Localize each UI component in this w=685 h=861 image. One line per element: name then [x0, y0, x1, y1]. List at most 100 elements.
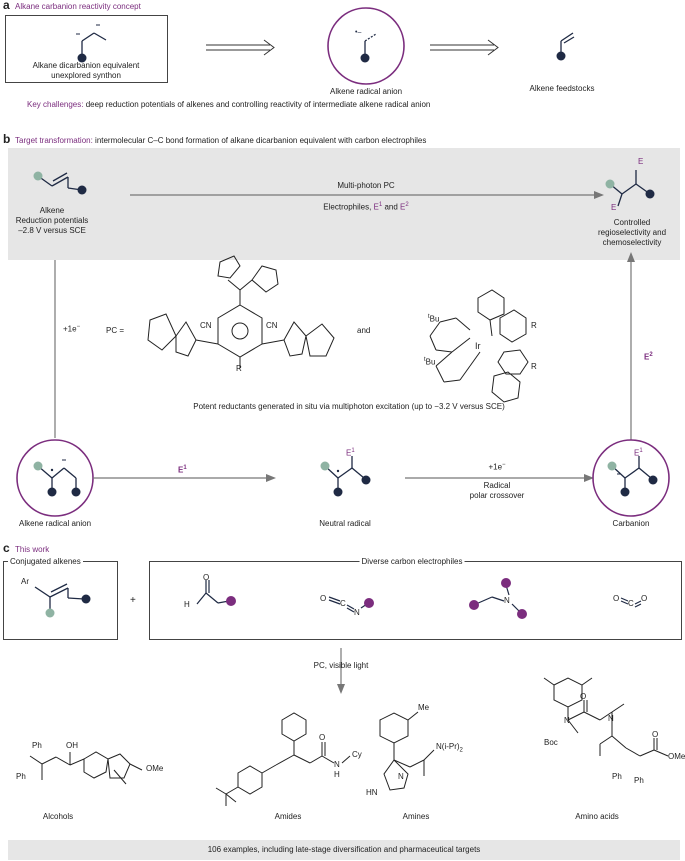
product-caption-1: Controlled [613, 218, 651, 227]
amino-acids-caption: Amino acids [575, 812, 619, 821]
and-text: and [382, 202, 401, 212]
one-electron-label-left: +1e− [63, 324, 81, 334]
carbanion-e1: E1 [634, 448, 643, 458]
aldehyde-o-label: O [203, 573, 210, 582]
radical-anion-caption-a: Alkene radical anion [329, 87, 403, 96]
and-label: and [357, 326, 371, 335]
radical-polar-label-2: polar crossover [469, 491, 525, 500]
isocyanate-o-label: O [320, 594, 327, 603]
target-transformation-text: intermolecular C–C bond formation of alk… [92, 136, 427, 145]
amino-acid-ph1: Ph [612, 772, 622, 781]
panel-a-title: Alkane carbanion reactivity concept [15, 2, 141, 11]
iridium-label: Ir [475, 341, 481, 351]
electrophiles-label: Diverse carbon electrophiles [359, 557, 465, 567]
plus-sign: + [130, 595, 136, 606]
panel-a-label: a [3, 0, 10, 12]
electrophiles-label: Electrophiles, E1 and E2 [323, 202, 409, 212]
amine-hn: HN [366, 788, 378, 797]
alcohols-caption: Alcohols [42, 812, 74, 821]
ir-r-bottom-label: R [531, 362, 537, 371]
amines-caption: Amines [402, 812, 430, 821]
ir-r-top-label: R [531, 321, 537, 330]
svg-text:•–: •– [355, 29, 361, 36]
isocyanate-electrophile [328, 596, 374, 613]
alkene-feedstock-structure [556, 32, 575, 61]
pc-equals-label: PC = [106, 326, 125, 335]
aldehyde-h-label: H [184, 600, 190, 609]
alkene-label: Alkene [39, 206, 65, 215]
carbanion-caption: Carbanion [612, 519, 650, 528]
down-arrow-head [337, 684, 345, 694]
amides-caption: Amides [274, 812, 302, 821]
key-challenges-line: Key challenges: deep reduction potential… [27, 100, 430, 110]
amine-nipr: N(i-Pr)2 [436, 742, 463, 754]
radical-polar-label-1: Radical [483, 481, 511, 490]
pc-carbazole-structure [147, 255, 335, 368]
product-e1-label: E [638, 157, 644, 166]
co2-o2-label: O [641, 594, 648, 603]
carbanion-structure [607, 456, 658, 497]
amine-imidazole-n: N [398, 772, 404, 781]
amino-acid-boc: Boc [544, 738, 558, 747]
dicarbanion-caption-2: unexplored synthon [51, 71, 121, 80]
carbon-dioxide-electrophile [620, 597, 642, 608]
cn-left-label: CN [200, 321, 212, 330]
r-label: R [236, 364, 242, 373]
tbu-top-label: tBu [428, 314, 440, 324]
product-caption-3: chemoselectivity [602, 238, 662, 247]
alcohol-oh: OH [66, 741, 78, 750]
alkene-substrate [33, 171, 87, 195]
retro-arrow-1 [206, 39, 275, 56]
amide-n: N [334, 760, 340, 769]
neutral-radical-e1: E1 [346, 448, 355, 458]
e1-arrow-label: E1 [178, 465, 187, 475]
dicarbanion-structure [76, 24, 107, 63]
panel-b-title: Target transformation: intermolecular C–… [15, 136, 426, 146]
iridium-complex [429, 289, 529, 403]
product-e2-label: E [611, 203, 617, 212]
carbanion-circle [592, 439, 670, 517]
amino-acid-ome: OMe [668, 752, 685, 761]
isocyanate-n-label: N [354, 608, 360, 617]
alkene-reduction-label: Reduction potentials [15, 216, 89, 225]
amide-o: O [319, 733, 326, 742]
target-transformation-band [8, 148, 680, 260]
alcohol-ph-bottom: Ph [16, 772, 26, 781]
key-challenges-label: Key challenges: [27, 100, 84, 109]
product-caption-2: regioselectivity and [597, 228, 667, 237]
amino-acid-o2: O [652, 730, 659, 739]
conditions-label: PC, visible light [313, 661, 369, 670]
e2-arrow-label: E2 [644, 352, 653, 362]
target-transformation-label: Target transformation: [15, 136, 93, 145]
potent-reductants-text: Potent reductants generated in situ via … [193, 402, 505, 411]
conjugated-alkene-structure [34, 583, 91, 618]
e2-mark: E [400, 202, 406, 212]
amine-product [379, 711, 435, 791]
panel-c-title: This work [15, 545, 50, 554]
cn-right-label: CN [266, 321, 278, 330]
footer-text: 106 examples, including late-stage diver… [207, 845, 481, 854]
difunctionalized-product [605, 170, 655, 207]
amide-product [215, 712, 351, 806]
right-arrow-head [627, 252, 635, 262]
alcohol-ome: OMe [146, 764, 164, 773]
amino-acid-o1: O [580, 692, 587, 701]
neutral-radical-structure [320, 456, 371, 497]
alkene-feedstock-caption: Alkene feedstocks [529, 84, 595, 93]
aminal-electrophile [469, 578, 527, 619]
co2-c-label: C [628, 599, 634, 608]
radical-anion-structure-a: •– [355, 29, 377, 63]
amide-h: H [334, 770, 340, 779]
radical-anion-circle-a [327, 7, 405, 85]
amino-acid-ph2: Ph [634, 776, 644, 785]
e1-arrow-head [266, 474, 276, 482]
alkene-reduction-value: –2.8 V versus SCE [18, 226, 86, 235]
dicarbanion-caption-1: Alkane dicarbanion equivalent [32, 61, 140, 70]
amino-acid-n1: N [564, 716, 570, 725]
alkene-radical-anion-caption: Alkene radical anion [18, 519, 92, 528]
alcohol-ph-top: Ph [32, 741, 42, 750]
retro-arrow-2 [430, 39, 499, 56]
footer-band [8, 840, 680, 860]
